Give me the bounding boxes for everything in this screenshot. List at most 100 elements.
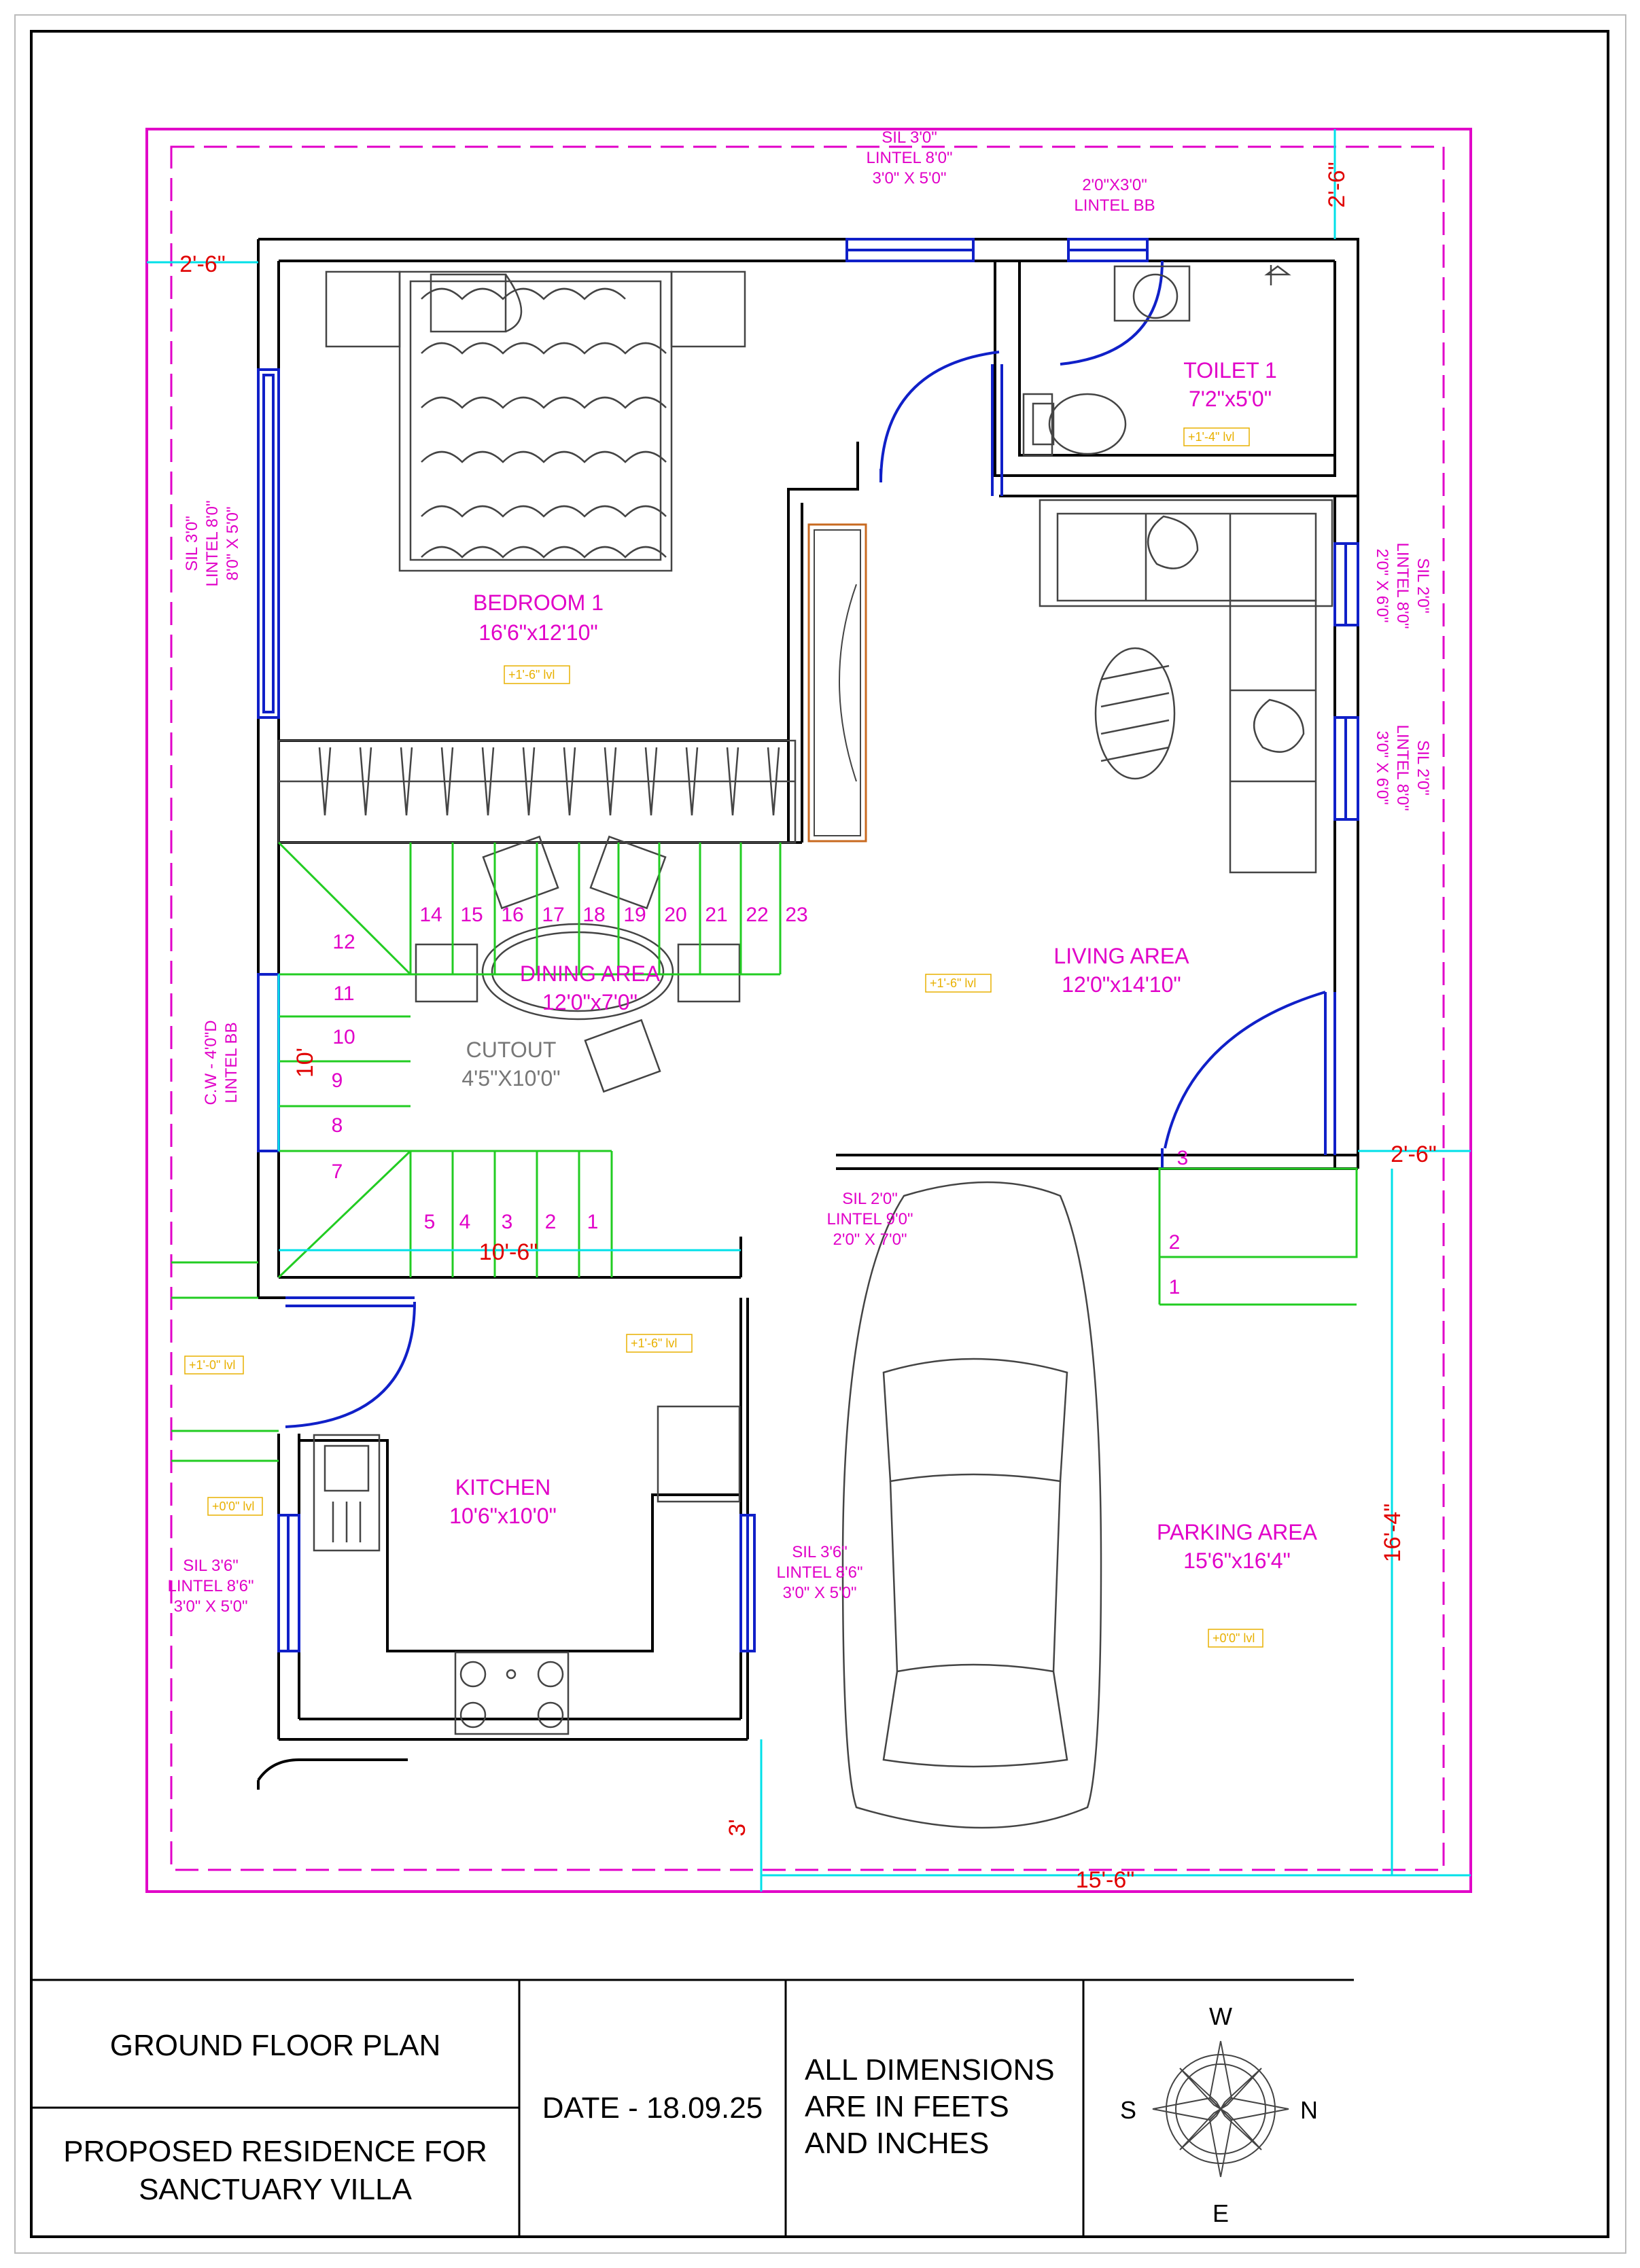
entry-step-3: 3 xyxy=(1177,1147,1189,1169)
step-15: 15 xyxy=(460,904,483,926)
tv-unit xyxy=(807,523,867,843)
dining-size: 12'0"x7'0" xyxy=(542,990,638,1014)
step-2: 2 xyxy=(545,1211,557,1233)
step-16: 16 xyxy=(501,904,523,926)
right-window-2-size: 3'0" X 6'0" xyxy=(1373,731,1391,805)
step-3: 3 xyxy=(502,1211,513,1233)
wardrobe xyxy=(277,739,797,844)
car xyxy=(841,1181,1102,1829)
dining-name: DINING AREA xyxy=(520,961,661,986)
cw-window-size: C.W - 4'0"D xyxy=(202,1020,220,1105)
compass-top: W xyxy=(1209,2002,1232,2030)
dim-left-setback: 2'-6" xyxy=(179,251,226,277)
top-window-sil: SIL 3'0" xyxy=(882,128,937,147)
level-parking: +0'0" lvl xyxy=(1212,1631,1255,1645)
toilet-size: 7'2"x5'0" xyxy=(1189,387,1272,411)
door-mid-lintel: LINTEL 9'0" xyxy=(827,1210,913,1228)
entry-step-2: 2 xyxy=(1169,1231,1181,1254)
level-toilet: +1'-4" lvl xyxy=(1188,430,1234,444)
step-4: 4 xyxy=(459,1211,471,1233)
kitchen-name: KITCHEN xyxy=(455,1475,551,1500)
level-bedroom: +1'-6" lvl xyxy=(508,668,555,681)
step-numbers: 14 15 16 17 18 19 20 21 22 23 12 11 10 9… xyxy=(332,904,1189,1298)
right-window-1-sil: SIL 2'0" xyxy=(1414,558,1432,614)
door-mid-size: 2'0" X 7'0" xyxy=(833,1230,907,1249)
project-name-line1: PROPOSED RESIDENCE FOR xyxy=(63,2135,487,2168)
sheet-border xyxy=(30,30,1609,2238)
compass-bottom: E xyxy=(1212,2199,1229,2227)
dimension-note-line3: AND INCHES xyxy=(805,2127,990,2160)
dim-right-setback: 2'-6" xyxy=(1391,1141,1437,1167)
bed-window-sil: SIL 3'0" xyxy=(183,516,201,571)
bed-window-size: 8'0" X 5'0" xyxy=(224,507,242,581)
compass-left: S xyxy=(1120,2096,1136,2124)
staircase xyxy=(171,841,1358,1462)
plot-boundary xyxy=(145,128,1472,1893)
right-window-1-lintel: LINTEL 8'0" xyxy=(1393,543,1412,629)
toilet-name: TOILET 1 xyxy=(1183,358,1277,383)
step-18: 18 xyxy=(582,904,605,926)
project-name-line2: SANCTUARY VILLA xyxy=(139,2173,412,2206)
dim-top-setback: 2'-6" xyxy=(1324,162,1350,208)
kitchen-left-sil: SIL 3'6" xyxy=(183,1557,239,1575)
entry-step-1: 1 xyxy=(1169,1276,1181,1298)
dim-stair-height: 10' xyxy=(292,1048,318,1078)
top-vent-size: 2'0"X3'0" xyxy=(1082,176,1147,194)
dim-front-gap: 3' xyxy=(725,1819,750,1836)
living-name: LIVING AREA xyxy=(1053,944,1189,968)
kitchen-left-size: 3'0" X 5'0" xyxy=(174,1597,248,1616)
right-window-2-lintel: LINTEL 8'0" xyxy=(1393,725,1412,811)
toilet-fixtures xyxy=(1022,265,1291,457)
door-mid-sil: SIL 2'0" xyxy=(842,1190,898,1208)
kitchen-right-sil: SIL 3'6" xyxy=(792,1543,848,1561)
top-window-size: 3'0" X 5'0" xyxy=(873,169,947,188)
compass-right: N xyxy=(1300,2096,1318,2124)
top-window-lintel: LINTEL 8'0" xyxy=(867,149,953,167)
compass-rose xyxy=(1152,2040,1289,2178)
right-window-2-sil: SIL 2'0" xyxy=(1414,740,1432,796)
step-11: 11 xyxy=(333,982,354,1005)
sofa xyxy=(1039,499,1333,874)
drawing-title: GROUND FLOOR PLAN xyxy=(109,2029,441,2062)
dim-stair-width: 10'-6" xyxy=(479,1239,538,1265)
dim-parking-depth: 16'-4" xyxy=(1380,1504,1406,1563)
right-window-1-size: 2'0" X 6'0" xyxy=(1373,549,1391,623)
step-10: 10 xyxy=(332,1026,355,1048)
step-1: 1 xyxy=(587,1211,599,1233)
dining-set xyxy=(415,835,741,1093)
step-14: 14 xyxy=(419,904,442,926)
step-17: 17 xyxy=(542,904,564,926)
dim-parking-width: 15'-6" xyxy=(1076,1867,1135,1893)
step-23: 23 xyxy=(785,904,807,926)
window-notes: SIL 3'0" LINTEL 8'0" 3'0" X 5'0" 2'0"X3'… xyxy=(168,128,1432,1616)
parking-size: 15'6"x16'4" xyxy=(1183,1548,1291,1573)
level-passage: +1'-6" lvl xyxy=(631,1336,677,1350)
kitchen-fixtures xyxy=(313,1405,741,1735)
kitchen-right-size: 3'0" X 5'0" xyxy=(783,1584,857,1602)
dimension-labels: 2'-6" 2'-6" 2'-6" 10' 10'-6" 3' 15'-6" 1… xyxy=(179,162,1437,1893)
step-7: 7 xyxy=(332,1160,343,1183)
level-side-2: +0'0" lvl xyxy=(212,1500,254,1513)
level-tags: +1'-6" lvl +1'-4" lvl +1'-6" lvl +1'-6" … xyxy=(184,427,1263,1648)
kitchen-size: 10'6"x10'0" xyxy=(449,1504,557,1528)
level-living: +1'-6" lvl xyxy=(930,976,976,990)
bedroom-size: 16'6"x12'10" xyxy=(478,620,598,645)
step-19: 19 xyxy=(623,904,646,926)
bed-window-lintel: LINTEL 8'0" xyxy=(203,501,222,587)
room-labels: BEDROOM 1 16'6"x12'10" TOILET 1 7'2"x5'0… xyxy=(449,358,1317,1573)
cutout-name: CUTOUT xyxy=(466,1038,557,1062)
step-9: 9 xyxy=(332,1069,343,1092)
dimension-note-line1: ALL DIMENSIONS xyxy=(805,2053,1055,2087)
level-side-1: +1'-0" lvl xyxy=(189,1358,235,1372)
title-block-grid xyxy=(31,1979,1354,2237)
compass-letters: W S N E xyxy=(1120,2002,1318,2227)
bedroom-name: BEDROOM 1 xyxy=(473,590,604,615)
living-size: 12'0"x14'10" xyxy=(1062,972,1181,997)
bed xyxy=(325,270,746,572)
parking-name: PARKING AREA xyxy=(1157,1520,1318,1544)
cutout-size: 4'5"X10'0" xyxy=(461,1066,560,1091)
step-22: 22 xyxy=(746,904,768,926)
step-12: 12 xyxy=(332,931,355,953)
cw-window-lintel: LINTEL BB xyxy=(222,1022,241,1103)
